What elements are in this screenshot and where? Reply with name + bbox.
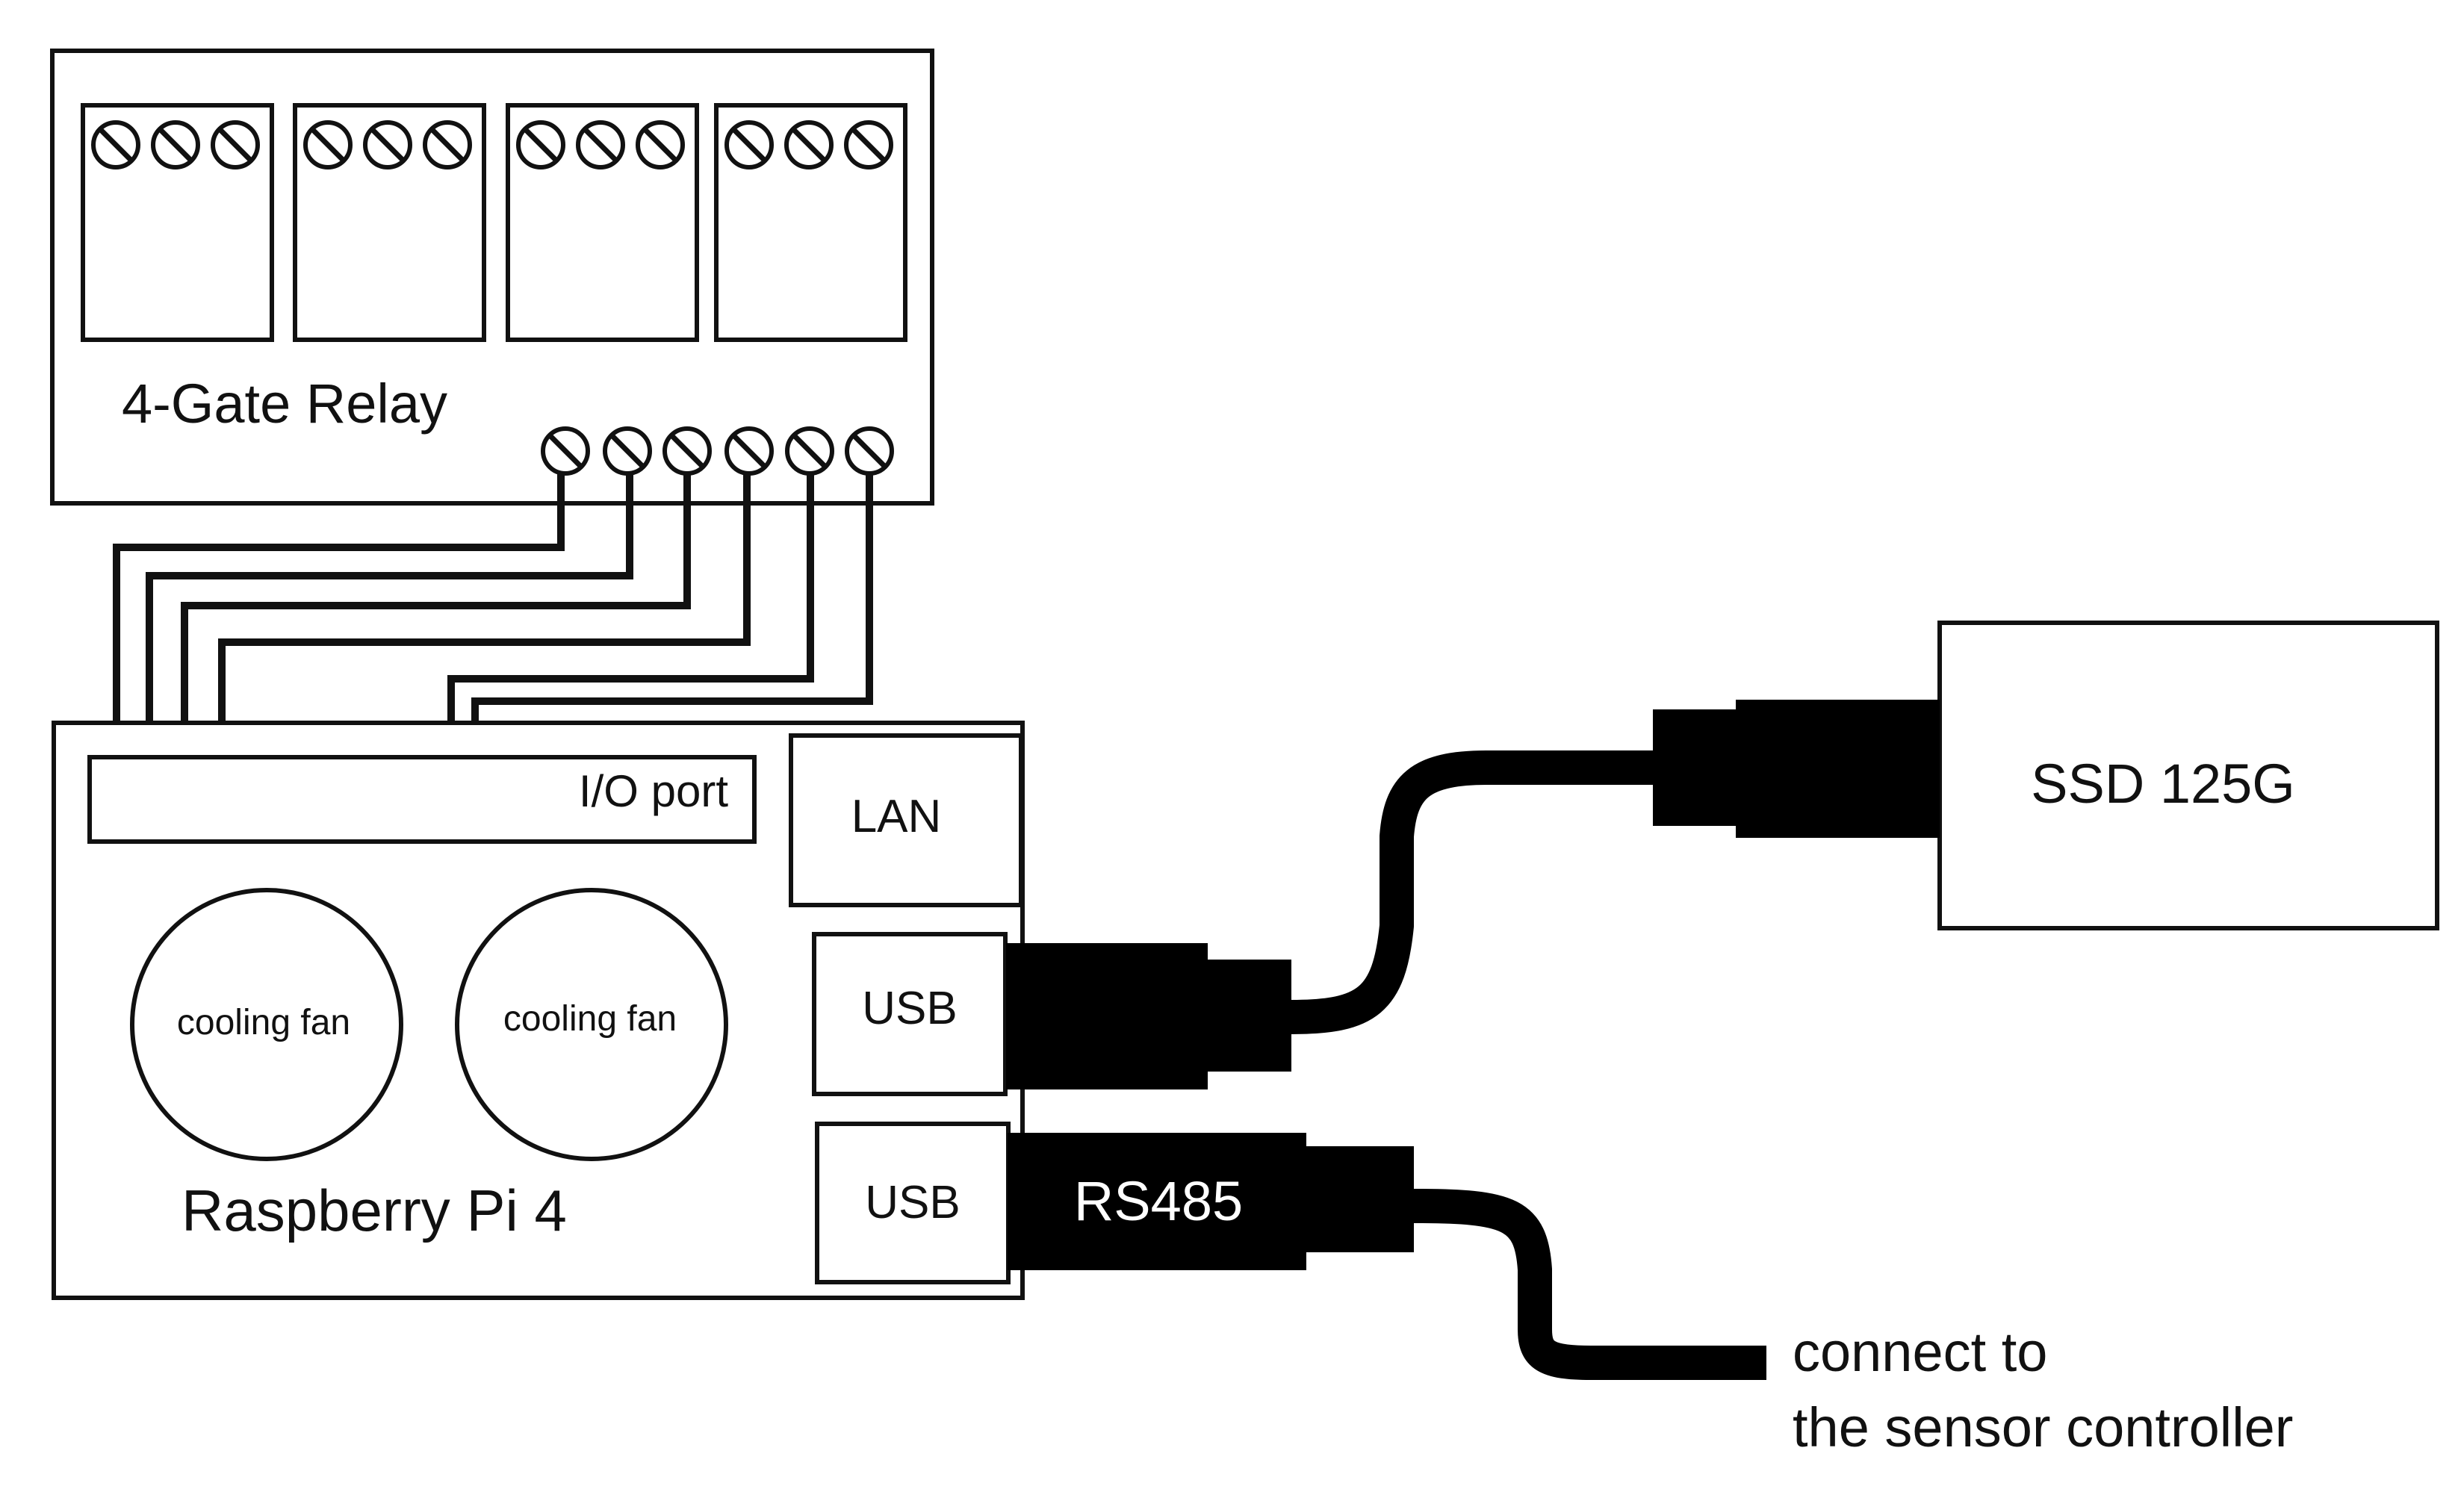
io-port-label: I/O port xyxy=(579,766,728,816)
lan-port xyxy=(789,733,1023,907)
wire-4 xyxy=(218,473,751,786)
relay-bottom-screw-5 xyxy=(785,426,834,476)
note-line-1: connect to xyxy=(1793,1321,2047,1383)
screw-slot xyxy=(548,434,583,468)
usb-plug-neck-ssd-side xyxy=(1653,709,1736,826)
screw-slot xyxy=(218,128,252,162)
lan-label: LAN xyxy=(851,791,942,842)
usb-cable-wire xyxy=(1291,750,1653,1034)
screw-slot xyxy=(524,128,558,162)
screw-slot xyxy=(732,434,766,468)
relay-top-screw-6 xyxy=(423,120,472,170)
cooling-fan-left-label: cooling fan xyxy=(177,1003,350,1042)
relay-board: 4-Gate Relay xyxy=(50,49,934,506)
usb-port-2 xyxy=(815,1122,1011,1284)
relay-top-screw-4 xyxy=(303,120,353,170)
rs485-adapter: RS485 xyxy=(1008,1133,1766,1380)
io-port xyxy=(87,755,757,844)
screw-slot xyxy=(792,128,826,162)
rs485-cable xyxy=(1413,1189,1766,1380)
screw-slot xyxy=(583,128,618,162)
screw-slot xyxy=(852,434,887,468)
note-line-2: the sensor controller xyxy=(1793,1396,2293,1458)
screw-slot xyxy=(370,128,405,162)
wire-1 xyxy=(113,473,565,786)
screw-slot xyxy=(792,434,827,468)
usb-port-2-label: USB xyxy=(865,1177,960,1228)
usb-port-1-label: USB xyxy=(862,983,957,1034)
pi-label: Raspberry Pi 4 xyxy=(181,1178,567,1243)
usb-cable-to-ssd xyxy=(1006,700,1940,1089)
ssd-drive: SSD 125G xyxy=(1937,621,2439,930)
usb-plug-neck-pi-side xyxy=(1208,960,1291,1072)
relay-top-screws xyxy=(91,120,893,170)
relay-top-screw-11 xyxy=(784,120,834,170)
cooling-fan-left xyxy=(130,888,403,1161)
relay-bottom-screw-6 xyxy=(845,426,894,476)
wire-3 xyxy=(181,473,691,786)
rs485-label: RS485 xyxy=(1074,1170,1243,1232)
relay-bottom-screw-2 xyxy=(603,426,652,476)
relay-wires xyxy=(113,473,873,794)
relay-top-screw-3 xyxy=(211,120,260,170)
sensor-note: connect to the sensor controller xyxy=(1793,1321,2293,1458)
relay-top-screw-10 xyxy=(724,120,774,170)
relay-top-screw-12 xyxy=(844,120,893,170)
relay-bottom-screws xyxy=(541,426,894,476)
screw-slot xyxy=(643,128,677,162)
relay-top-screw-8 xyxy=(576,120,625,170)
relay-top-screw-7 xyxy=(516,120,565,170)
screw-slot xyxy=(99,128,133,162)
screw-slot xyxy=(311,128,345,162)
usb-plug-body-ssd-side xyxy=(1736,700,1940,838)
relay-label: 4-Gate Relay xyxy=(122,373,447,435)
usb-port-1 xyxy=(812,932,1008,1096)
rs485-neck xyxy=(1306,1146,1414,1252)
relay-bottom-screw-3 xyxy=(662,426,712,476)
screw-slot xyxy=(610,434,645,468)
raspberry-pi-board: I/O port LAN USB USB cooling fan cooling… xyxy=(52,721,1025,1300)
screw-slot xyxy=(851,128,886,162)
cooling-fan-right xyxy=(455,888,728,1161)
relay-top-screw-2 xyxy=(151,120,200,170)
usb-plug-body-pi-side xyxy=(1006,943,1208,1089)
rs485-body xyxy=(1008,1133,1306,1270)
relay-bottom-screw-1 xyxy=(541,426,590,476)
relay-top-screw-1 xyxy=(91,120,140,170)
ssd-label: SSD 125G xyxy=(2031,753,2295,815)
ssd-outline xyxy=(1937,621,2439,930)
relay-top-screw-9 xyxy=(636,120,685,170)
screw-slot xyxy=(732,128,766,162)
screw-slot xyxy=(158,128,193,162)
wire-2 xyxy=(146,473,633,786)
cooling-fan-right-label: cooling fan xyxy=(503,999,677,1039)
screw-slot xyxy=(670,434,704,468)
relay-bottom-screw-4 xyxy=(724,426,774,476)
screw-slot xyxy=(430,128,465,162)
relay-top-screw-5 xyxy=(363,120,412,170)
